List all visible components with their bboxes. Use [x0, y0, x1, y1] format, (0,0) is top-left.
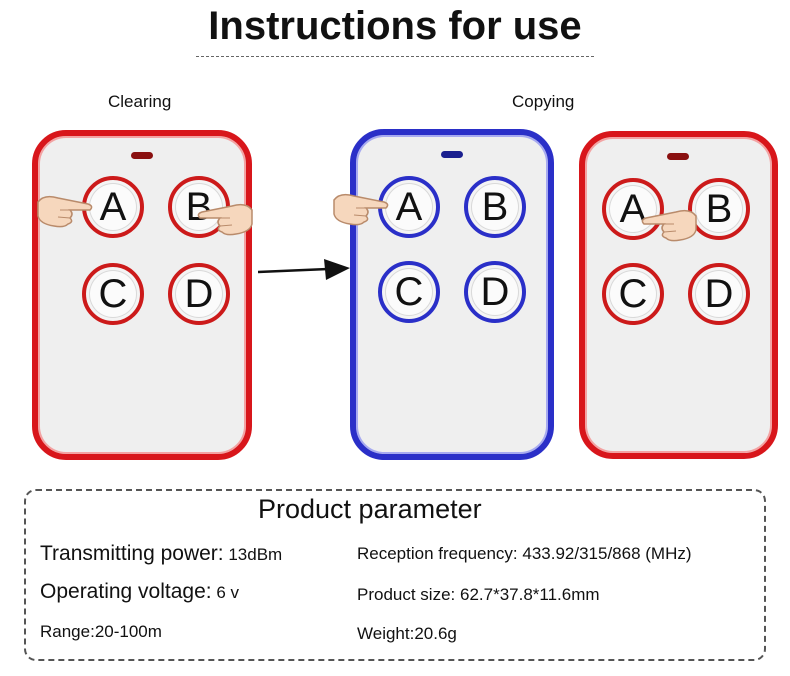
remote-button-d[interactable]: D — [464, 261, 526, 323]
remote-button-a[interactable]: A — [602, 178, 664, 240]
product-parameter-title: Product parameter — [258, 494, 482, 524]
remote-button-d[interactable]: D — [168, 263, 230, 325]
param-value: 13dBm — [223, 545, 283, 564]
hand-pointing-right-icon — [37, 195, 93, 228]
arrow-right-icon — [258, 259, 350, 280]
remote-button-c[interactable]: C — [602, 263, 664, 325]
param-value: 433.92/315/868 (MHz) — [517, 544, 692, 563]
remote-red-copying: A B C D — [579, 131, 778, 459]
title-divider — [196, 56, 594, 57]
param-label: Range: — [40, 622, 95, 641]
led-slot — [131, 152, 153, 159]
param-range: Range:20-100m — [40, 622, 162, 642]
param-value: 62.7*37.8*11.6mm — [455, 585, 600, 604]
param-label: Reception frequency: — [357, 544, 518, 563]
remote-button-a[interactable]: A — [378, 176, 440, 238]
param-label: Weight: — [357, 624, 415, 643]
clearing-label: Clearing — [108, 92, 172, 111]
page-title: Instructions for use — [208, 4, 582, 48]
param-weight: Weight:20.6g — [357, 624, 457, 644]
led-slot — [667, 153, 689, 160]
hand-pointing-left-icon — [641, 209, 697, 242]
remote-button-b[interactable]: B — [688, 178, 750, 240]
param-value: 20-100m — [94, 622, 162, 641]
param-label: Product size: — [357, 585, 456, 604]
param-product-size: Product size: 62.7*37.8*11.6mm — [357, 585, 600, 605]
param-label: Transmitting power: — [40, 542, 224, 565]
remote-button-d[interactable]: D — [688, 263, 750, 325]
remote-button-c[interactable]: C — [378, 261, 440, 323]
hand-pointing-left-icon — [197, 203, 253, 236]
led-slot — [441, 151, 463, 158]
remote-button-b[interactable]: B — [464, 176, 526, 238]
param-reception-frequency: Reception frequency: 433.92/315/868 (MHz… — [357, 544, 692, 564]
hand-pointing-right-icon — [333, 193, 389, 226]
param-transmitting-power: Transmitting power: 13dBm — [40, 542, 282, 566]
param-value: 6 v — [211, 583, 240, 602]
param-value: 20.6g — [414, 624, 457, 643]
product-parameter-box — [24, 489, 766, 661]
param-operating-voltage: Operating voltage: 6 v — [40, 580, 239, 604]
remote-red-clearing: A B C D — [32, 130, 252, 460]
param-label: Operating voltage: — [40, 580, 212, 603]
remote-button-c[interactable]: C — [82, 263, 144, 325]
remote-blue-copying: A B C D — [350, 129, 554, 460]
copying-label: Copying — [512, 92, 575, 111]
